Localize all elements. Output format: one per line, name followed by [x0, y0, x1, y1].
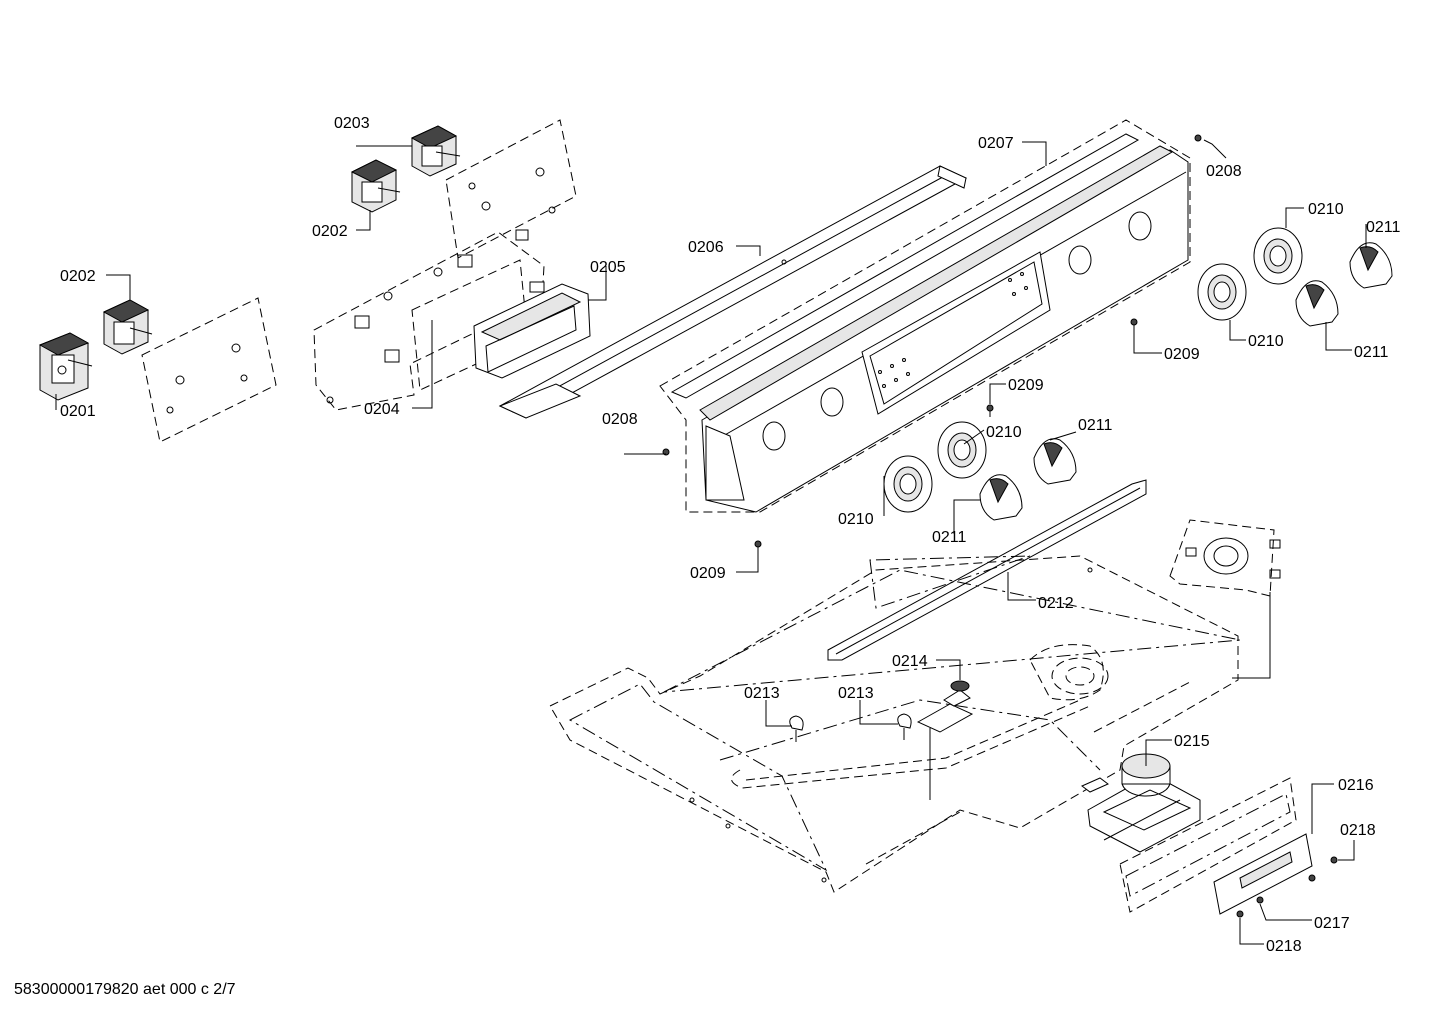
control-knob-0211-c	[1295, 280, 1339, 327]
mounting-plate-left	[141, 297, 277, 443]
screw-0218-lower	[1236, 910, 1244, 918]
callout-0209-bottom: 0209	[690, 565, 726, 582]
callout-0208-right: 0208	[1206, 163, 1242, 180]
callout-0202-upper: 0202	[312, 223, 348, 240]
motor-assembly-0215	[1081, 753, 1201, 853]
knob-bezel-0210-d	[1253, 227, 1303, 285]
callout-0207: 0207	[978, 135, 1014, 152]
screw-0209-bottom	[754, 540, 762, 553]
callout-0212: 0212	[1038, 595, 1074, 612]
screw-0209-mid	[986, 404, 994, 417]
rotary-switch-0201	[38, 332, 93, 401]
leader-lines	[55, 139, 1367, 945]
callout-0213-right: 0213	[838, 685, 874, 702]
callout-0216: 0216	[1338, 777, 1374, 794]
rotary-switch-0203	[410, 125, 461, 177]
callout-0210-b: 0210	[986, 424, 1022, 441]
callout-0201: 0201	[60, 403, 96, 420]
knob-bezel-0210-c	[1197, 263, 1247, 321]
callout-0204: 0204	[364, 401, 400, 418]
panel-bracket-0216	[1119, 777, 1313, 915]
callout-0215: 0215	[1174, 733, 1210, 750]
callout-0202-left: 0202	[60, 268, 96, 285]
screw-0209-right	[1130, 318, 1138, 331]
control-knob-0211-a	[979, 474, 1023, 521]
callout-0206: 0206	[688, 239, 724, 256]
base-chassis	[549, 555, 1241, 893]
callout-0214: 0214	[892, 653, 928, 670]
display-keypad	[878, 272, 1028, 388]
callout-0208-left: 0208	[602, 411, 638, 428]
control-knob-0211-b	[1033, 438, 1077, 485]
knob-bezel-0210-b	[937, 421, 987, 479]
screw-0217	[1256, 896, 1264, 904]
control-knob-0211-d	[1349, 242, 1393, 289]
display-module-0205	[473, 281, 591, 379]
screw-0218-right	[1330, 856, 1338, 864]
screw-0208-right	[1194, 134, 1202, 142]
control-panel-0207	[659, 119, 1191, 513]
callout-0213-left: 0213	[744, 685, 780, 702]
callout-0205: 0205	[590, 259, 626, 276]
callout-0211-c: 0211	[1354, 344, 1389, 361]
support-rail-0206	[498, 165, 968, 419]
callout-0211-d: 0211	[1366, 219, 1401, 236]
callout-0218-lower: 0218	[1266, 938, 1302, 955]
clip-0213-left	[789, 715, 804, 742]
callout-0218-right: 0218	[1340, 822, 1376, 839]
screw-0217-b	[1308, 874, 1316, 882]
callout-labels: 0201 0202 0202 0203 0204 0205 0206 0207 …	[60, 115, 1401, 955]
rotary-switch-0202-left	[102, 299, 153, 355]
callout-0203: 0203	[334, 115, 370, 132]
cover-plate-right	[1169, 519, 1281, 679]
callout-0211-b: 0211	[1078, 417, 1113, 434]
mounting-plate-upper	[445, 119, 577, 259]
rotary-switch-0202-upper	[350, 159, 401, 213]
knob-bezel-0210-a	[883, 455, 933, 513]
drawing-code: 58300000179820 aet 000 c 2/7	[14, 981, 236, 998]
callout-0209-mid: 0209	[1008, 377, 1044, 394]
thermostat-0214	[916, 680, 974, 800]
callout-0210-a: 0210	[838, 511, 874, 528]
callout-0209-right: 0209	[1164, 346, 1200, 363]
callout-0217: 0217	[1314, 915, 1350, 932]
callout-0210-c: 0210	[1248, 333, 1284, 350]
callout-0211-a: 0211	[932, 529, 967, 546]
callout-0210-d: 0210	[1308, 201, 1344, 218]
clip-0213-right	[897, 713, 912, 740]
